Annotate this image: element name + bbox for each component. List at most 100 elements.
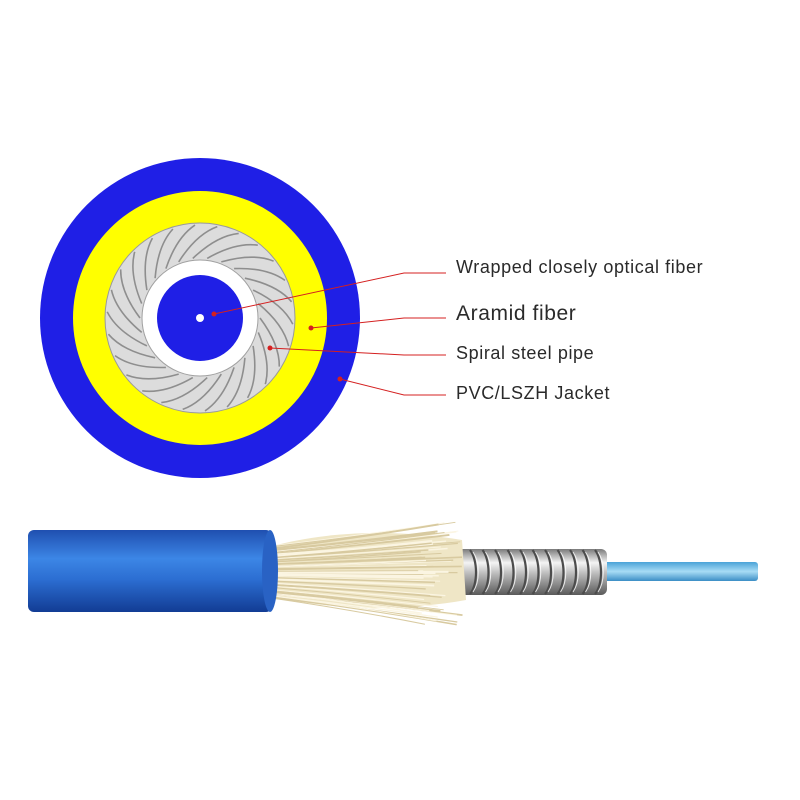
aramid-strand xyxy=(267,551,421,563)
steel-coil xyxy=(506,549,515,595)
spiral-blade xyxy=(257,332,268,385)
spiral-blade xyxy=(246,345,256,399)
label-jacket: PVC/LSZH Jacket xyxy=(456,383,611,403)
leader-dot-aramid xyxy=(308,325,314,331)
aramid-strand xyxy=(267,589,444,611)
spiral-blade xyxy=(142,376,194,393)
aramid-strand xyxy=(267,584,425,601)
spiral-blade xyxy=(114,354,166,369)
aramid-strand xyxy=(267,530,438,552)
aramid-strand xyxy=(267,539,433,558)
outer-jacket xyxy=(28,530,272,612)
spiral-blade xyxy=(165,224,196,269)
aramid-strand xyxy=(267,533,450,555)
spiral-blade xyxy=(221,256,274,263)
spiral-blade xyxy=(161,377,208,404)
aramid-strand xyxy=(267,576,436,584)
steel-coil-highlight xyxy=(547,551,554,593)
steel-coil-highlight xyxy=(497,551,504,593)
aramid-strand xyxy=(267,589,438,608)
spiral-blade xyxy=(106,311,148,347)
steel-coil xyxy=(494,549,503,595)
spiral-blade xyxy=(119,269,141,319)
fiber-center-dot xyxy=(196,314,204,322)
leader-line-aramid xyxy=(310,317,446,329)
label-wrapped-fiber: Wrapped closely optical fiber xyxy=(456,257,704,277)
steel-coil xyxy=(544,549,553,595)
spiral-blade xyxy=(182,373,222,411)
jacket-end xyxy=(262,530,278,612)
aramid-strand xyxy=(267,523,439,551)
aramid-strand xyxy=(267,570,419,572)
aramid-strand xyxy=(267,546,441,560)
spiral-blade xyxy=(110,289,143,334)
steel-tube xyxy=(455,549,607,595)
steel-coil-highlight xyxy=(572,551,579,593)
spiral-blade xyxy=(206,243,258,260)
steel-coil xyxy=(531,549,540,595)
steel-coil-highlight xyxy=(510,551,517,593)
spiral-blade xyxy=(252,289,294,325)
aramid-strand xyxy=(267,531,445,554)
steel-coil-highlight xyxy=(560,551,567,593)
steel-coil-highlight xyxy=(585,551,592,593)
inner-fiber xyxy=(590,562,758,581)
leader-dot-fiber xyxy=(211,311,217,317)
aramid-strand xyxy=(267,582,446,597)
steel-coil-highlight xyxy=(597,551,604,593)
aramid-brush xyxy=(266,521,466,626)
steel-coil-highlight xyxy=(472,551,479,593)
leader-dot-steel xyxy=(267,345,273,351)
aramid-strand xyxy=(267,573,439,577)
spiral-blade xyxy=(107,333,156,359)
aramid-strand xyxy=(267,572,436,575)
leader-line-steel xyxy=(269,347,446,356)
aramid-strand xyxy=(267,597,425,625)
aramid-strand xyxy=(267,556,463,566)
aramid-strand xyxy=(267,578,435,587)
aramid-strand xyxy=(267,559,427,568)
spiral-blade xyxy=(154,228,174,279)
leader-lines xyxy=(213,272,446,396)
leader-dot-jacket xyxy=(337,376,343,382)
spiral-blade xyxy=(259,317,281,367)
aramid-strand xyxy=(267,590,419,609)
steel-coil-highlight xyxy=(535,551,542,593)
aramid-strand xyxy=(267,576,441,582)
label-aramid-fiber: Aramid fiber xyxy=(456,302,577,325)
spiral-blade-icon xyxy=(106,224,294,412)
spiral-blade xyxy=(257,302,290,347)
aramid-strand xyxy=(267,593,457,616)
spiral-blade xyxy=(132,251,143,304)
leader-dots xyxy=(211,311,343,382)
steel-coil xyxy=(556,549,565,595)
aramid-strand xyxy=(267,580,426,590)
spiral-blade xyxy=(192,232,239,259)
cable-side-view xyxy=(28,521,758,626)
spiral-blade xyxy=(234,267,286,282)
aramid-strand xyxy=(267,586,431,604)
aramid-strand xyxy=(267,565,462,570)
spiral-blade xyxy=(144,237,154,291)
spiral-blade xyxy=(126,373,179,380)
spiral-blade xyxy=(178,225,218,263)
leader-line-jacket xyxy=(339,378,446,396)
aramid-strand xyxy=(267,594,437,622)
aramid-strand xyxy=(267,549,429,562)
aramid-strand xyxy=(267,542,458,559)
steel-coil-highlight xyxy=(485,551,492,593)
steel-coil xyxy=(594,549,603,595)
cross-section xyxy=(40,158,360,478)
aramid-strand xyxy=(267,583,442,598)
leader-line-fiber xyxy=(213,272,446,315)
steel-coil xyxy=(469,549,478,595)
steel-coil xyxy=(519,549,528,595)
steel-coil xyxy=(581,549,590,595)
steel-coil xyxy=(569,549,578,595)
spiral-blade xyxy=(226,357,246,408)
steel-coils xyxy=(469,549,604,595)
steel-coil-highlight xyxy=(522,551,529,593)
label-spiral-steel-pipe: Spiral steel pipe xyxy=(456,343,595,363)
spiral-blade xyxy=(204,367,235,412)
